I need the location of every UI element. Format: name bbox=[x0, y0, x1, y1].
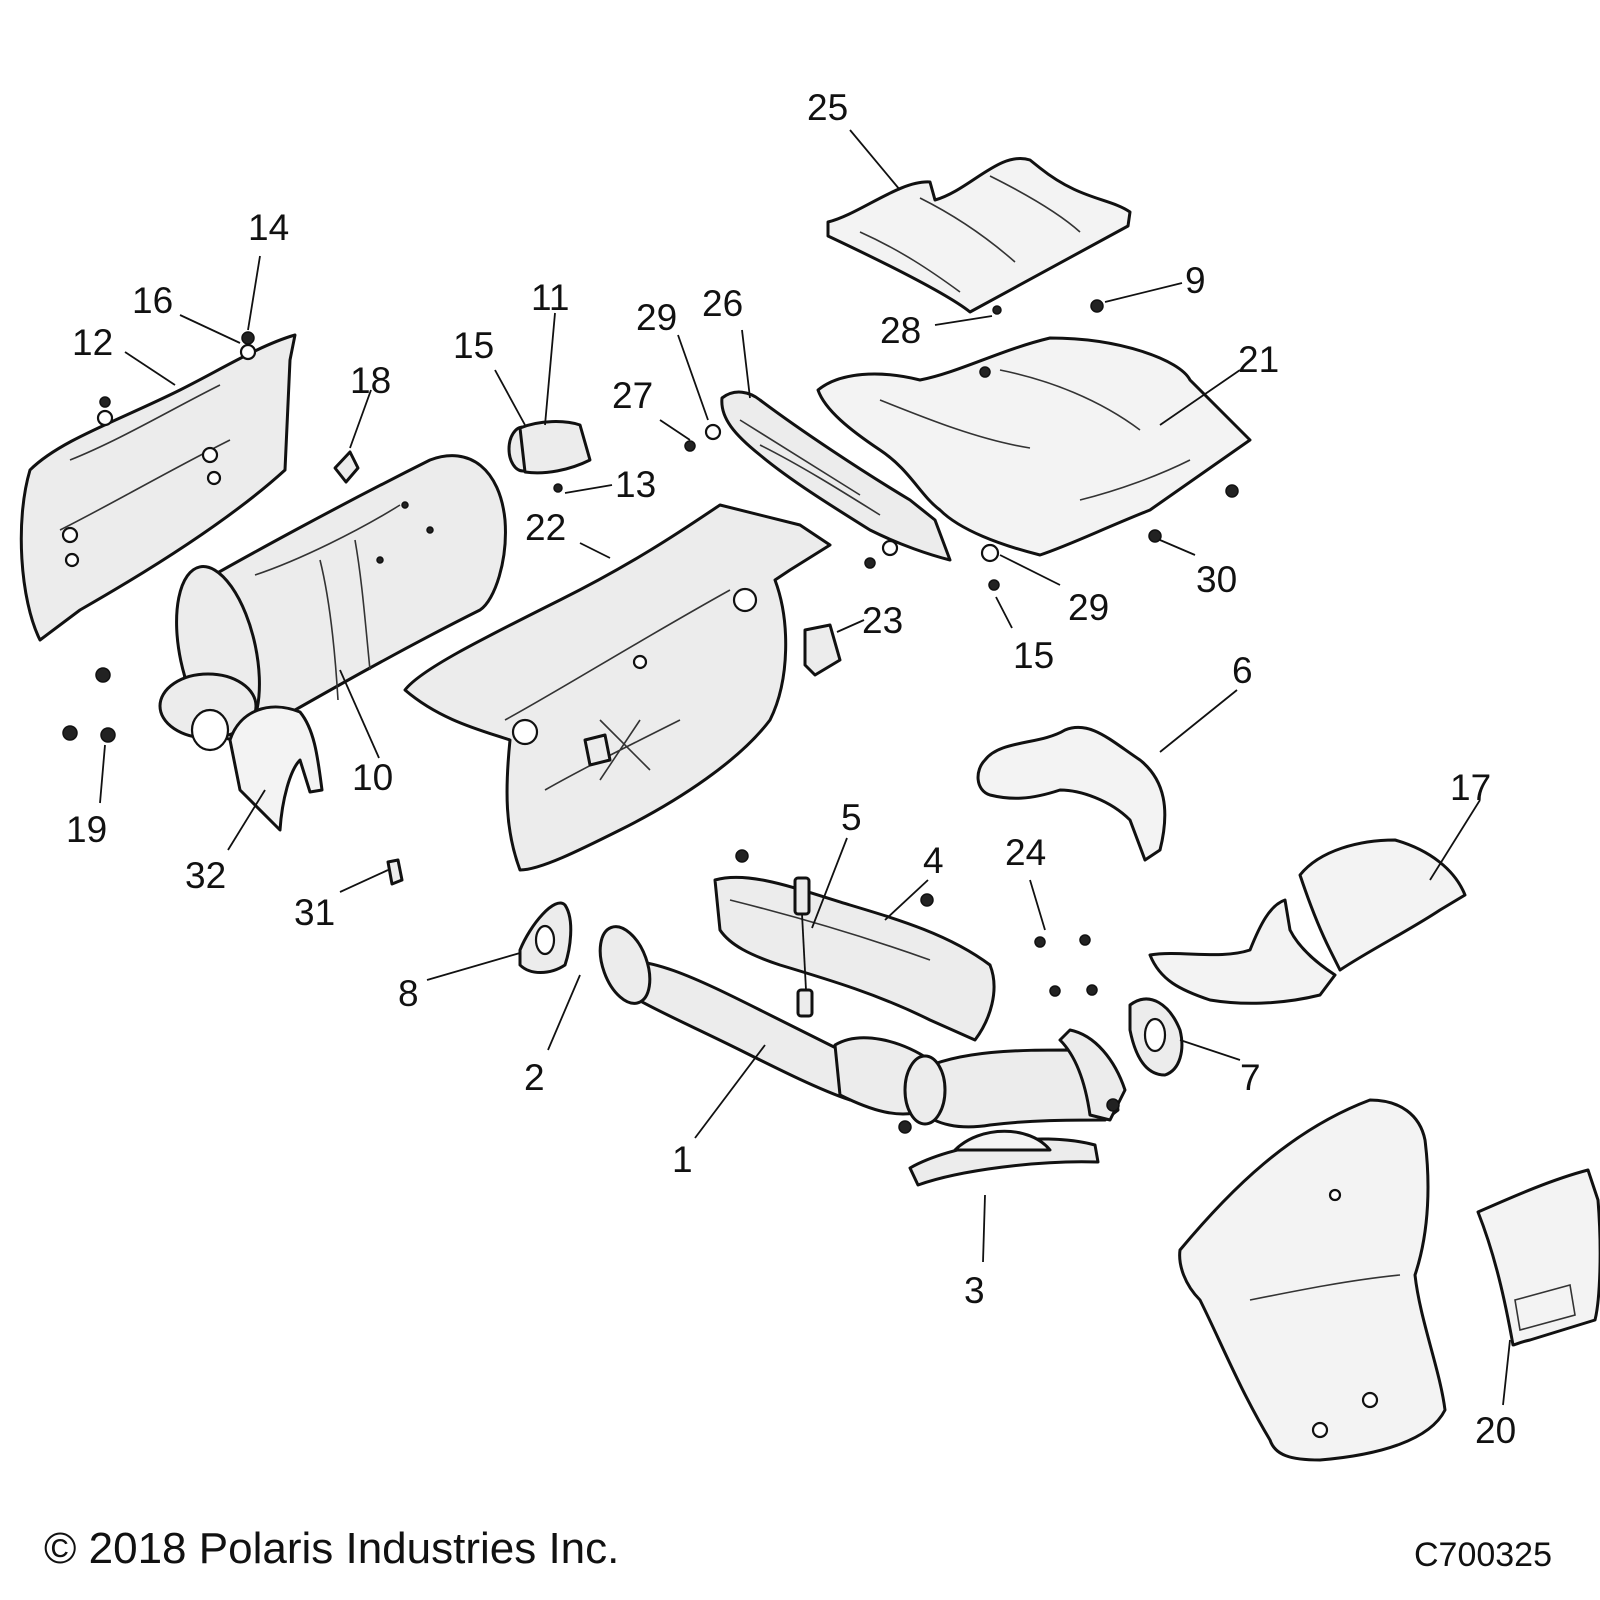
part-heat-shield-lower-right bbox=[1178, 1098, 1447, 1462]
callout-11: 11 bbox=[531, 277, 569, 318]
callout-7: 7 bbox=[1240, 1057, 1261, 1098]
callout-9: 9 bbox=[1185, 260, 1206, 301]
callout-31: 31 bbox=[294, 892, 335, 933]
callout-10: 10 bbox=[352, 757, 393, 798]
callout-16: 16 bbox=[132, 280, 173, 321]
callout-29a: 29 bbox=[636, 297, 677, 338]
callout-labels: 1 2 3 4 5 6 7 8 9 10 11 12 13 14 15 15 1… bbox=[66, 87, 1516, 1451]
callout-29b: 29 bbox=[1068, 587, 1109, 628]
callout-5: 5 bbox=[841, 797, 862, 838]
fasteners bbox=[62, 299, 1120, 1134]
part-4-heat-shield bbox=[713, 875, 996, 1042]
part-11-tailpipe bbox=[507, 420, 592, 475]
part-10-muffler bbox=[158, 454, 507, 752]
callout-26: 26 bbox=[702, 283, 743, 324]
part-5-o2-sensor bbox=[793, 876, 814, 1018]
part-26-heat-shield bbox=[720, 390, 952, 562]
part-1-head-pipe bbox=[598, 925, 1127, 1129]
callout-12: 12 bbox=[72, 322, 113, 363]
part-23-block bbox=[803, 623, 842, 677]
callout-15a: 15 bbox=[453, 325, 494, 366]
part-7-gasket bbox=[1128, 997, 1184, 1077]
callout-23: 23 bbox=[862, 600, 903, 641]
callout-13: 13 bbox=[615, 464, 656, 505]
callout-17: 17 bbox=[1450, 767, 1491, 808]
callout-2: 2 bbox=[524, 1057, 545, 1098]
callout-6: 6 bbox=[1232, 650, 1253, 691]
leader-lines bbox=[99, 129, 1511, 1406]
part-3-flange bbox=[908, 1129, 1100, 1187]
callout-18: 18 bbox=[350, 360, 391, 401]
part-21-heat-shield bbox=[816, 336, 1252, 557]
callout-27: 27 bbox=[612, 375, 653, 416]
callout-20: 20 bbox=[1475, 1410, 1516, 1451]
part-6-heat-shield bbox=[976, 725, 1167, 862]
callout-14: 14 bbox=[248, 207, 289, 248]
figure-id: C700325 bbox=[1413, 1536, 1552, 1574]
part-20-heat-shield bbox=[1476, 1168, 1600, 1347]
part-8-gasket bbox=[518, 901, 573, 974]
callout-32: 32 bbox=[185, 855, 226, 896]
callout-1: 1 bbox=[672, 1139, 693, 1180]
callout-4: 4 bbox=[923, 840, 944, 881]
callout-21: 21 bbox=[1238, 339, 1279, 380]
callout-24: 24 bbox=[1005, 832, 1046, 873]
callout-19: 19 bbox=[66, 809, 107, 850]
callout-25: 25 bbox=[807, 87, 848, 128]
callout-8: 8 bbox=[398, 973, 419, 1014]
copyright-notice: © 2018 Polaris Industries Inc. bbox=[44, 1524, 620, 1573]
callout-22: 22 bbox=[525, 507, 566, 548]
callout-30: 30 bbox=[1196, 559, 1237, 600]
part-32-heat-shield bbox=[228, 705, 324, 832]
callout-15b: 15 bbox=[1013, 635, 1054, 676]
part-17-heat-shield bbox=[1148, 838, 1467, 1005]
part-25-heat-shield bbox=[826, 156, 1132, 314]
part-22-heat-shield bbox=[403, 503, 832, 872]
callout-28: 28 bbox=[880, 310, 921, 351]
callout-3: 3 bbox=[964, 1270, 985, 1311]
part-12-heat-shield bbox=[19, 333, 297, 642]
